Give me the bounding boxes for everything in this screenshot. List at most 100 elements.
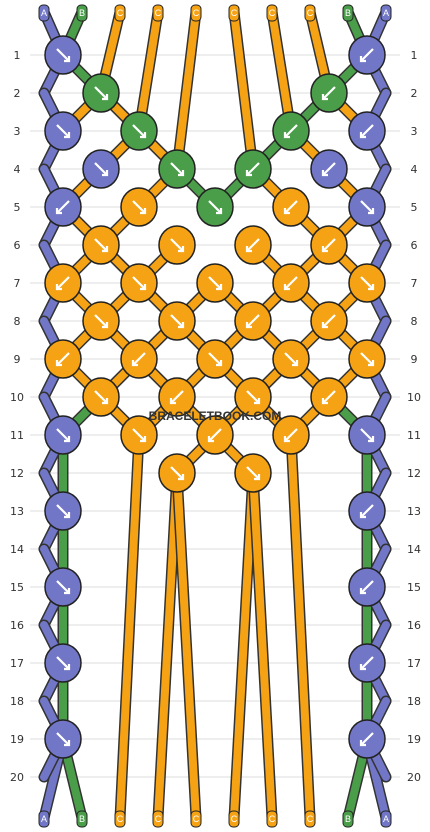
arrow-head-icon	[64, 56, 71, 63]
arrow-down-left-icon	[360, 48, 374, 62]
knot	[234, 377, 272, 417]
arrow-down-right-icon	[246, 466, 260, 480]
strand-letter: C	[155, 814, 162, 824]
arrow-down-left-icon	[322, 238, 336, 252]
row-number: 3	[411, 125, 418, 138]
arrow-head-icon	[359, 588, 366, 595]
strand-tip	[304, 4, 316, 22]
arrow-head-icon	[169, 398, 176, 405]
arrow-down-left-icon	[360, 732, 374, 746]
strand-tip	[190, 4, 202, 22]
strand-label: A	[380, 4, 392, 22]
strand-letter: C	[269, 814, 276, 824]
arrow-down-left-icon	[56, 352, 70, 366]
arrow-head-icon	[368, 436, 375, 443]
strand-label: A	[38, 810, 50, 828]
row-number: 5	[411, 201, 418, 214]
strand-tip	[266, 810, 278, 828]
arrow-down-right-icon	[56, 48, 70, 62]
knot	[44, 35, 82, 75]
arrow-down-right-icon	[94, 314, 108, 328]
knot	[348, 187, 386, 227]
knot	[196, 187, 234, 227]
arrow-head-icon	[283, 132, 290, 139]
strand-c	[135, 355, 257, 477]
knot	[348, 111, 386, 151]
arrow-head-icon	[64, 588, 71, 595]
strand-c	[211, 279, 333, 401]
arrow-down-right-icon	[132, 124, 146, 138]
strand-tip	[380, 810, 392, 828]
arrow-down-left-icon	[170, 390, 184, 404]
knot	[272, 263, 310, 303]
knot	[310, 225, 348, 265]
row-number: 16	[10, 619, 24, 632]
knot	[196, 339, 234, 379]
strand-label: B	[342, 810, 354, 828]
strand-letter: C	[193, 8, 200, 18]
strand-letter: C	[117, 814, 124, 824]
arrow-head-icon	[321, 170, 328, 177]
strand-letter: B	[345, 814, 351, 824]
arrow-head-icon	[245, 246, 252, 253]
row-number: 1	[411, 49, 418, 62]
arrow-head-icon	[140, 436, 147, 443]
arrow-down-left-icon	[360, 504, 374, 518]
knot	[44, 643, 82, 683]
strand-label: A	[380, 810, 392, 828]
arrow-head-icon	[102, 170, 109, 177]
arrow-head-icon	[283, 284, 290, 291]
strand-c	[154, 469, 181, 822]
strand-letter: A	[383, 814, 389, 824]
arrow-down-right-icon	[132, 200, 146, 214]
knot	[310, 377, 348, 417]
strand-label: B	[76, 810, 88, 828]
row-number: 13	[407, 505, 421, 518]
strand-letter: C	[231, 8, 238, 18]
strand-tip	[304, 810, 316, 828]
arrow-down-left-icon	[246, 238, 260, 252]
strand-label: B	[342, 4, 354, 22]
strand-c	[135, 317, 257, 439]
arrow-head-icon	[131, 360, 138, 367]
row-number: 5	[14, 201, 21, 214]
row-number: 11	[10, 429, 24, 442]
arrow-head-icon	[292, 360, 299, 367]
knot	[44, 111, 82, 151]
arrow-down-right-icon	[132, 276, 146, 290]
arrow-down-left-icon	[322, 314, 336, 328]
arrow-down-right-icon	[56, 428, 70, 442]
arrow-head-icon	[140, 132, 147, 139]
knot	[120, 263, 158, 303]
arrow-down-right-icon	[56, 580, 70, 594]
arrow-head-icon	[178, 246, 185, 253]
row-number: 2	[411, 87, 418, 100]
row-number: 9	[14, 353, 21, 366]
knot	[120, 187, 158, 227]
knot	[272, 111, 310, 151]
arrow-head-icon	[359, 56, 366, 63]
arrow-head-icon	[178, 170, 185, 177]
strand-letter: C	[269, 8, 276, 18]
arrow-down-left-icon	[132, 352, 146, 366]
strand-tip	[380, 4, 392, 22]
strand-c	[135, 8, 162, 135]
knot	[44, 567, 82, 607]
arrow-down-right-icon	[208, 276, 222, 290]
strand-label: C	[228, 810, 240, 828]
arrow-head-icon	[64, 132, 71, 139]
knot	[310, 73, 348, 113]
arrow-head-icon	[64, 664, 71, 671]
row-number: 15	[10, 581, 24, 594]
row-number: 8	[14, 315, 21, 328]
arrow-down-left-icon	[56, 276, 70, 290]
knot	[272, 415, 310, 455]
arrow-head-icon	[216, 284, 223, 291]
row-number: 11	[407, 429, 421, 442]
strand-c	[249, 469, 276, 822]
knot	[310, 149, 348, 189]
knot	[348, 719, 386, 759]
